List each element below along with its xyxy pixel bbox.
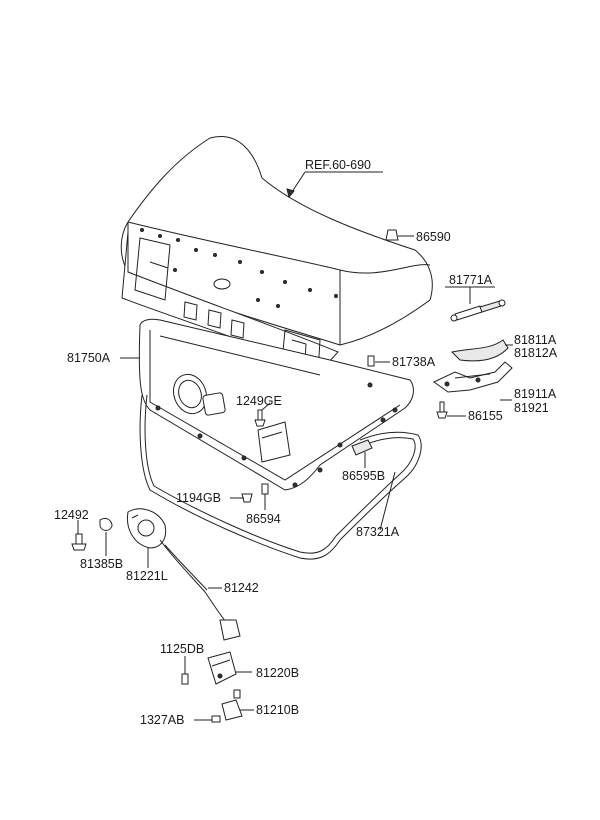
- label-86594: 86594: [246, 512, 281, 526]
- label-81771A: 81771A: [449, 273, 493, 287]
- label-86595B: 86595B: [342, 469, 385, 483]
- label-81220B: 81220B: [256, 666, 299, 680]
- label-86590: 86590: [416, 230, 451, 244]
- weatherstrip: [139, 394, 422, 560]
- hinge: [433, 361, 513, 393]
- label-1249GE: 1249GE: [236, 394, 282, 408]
- label-81385B: 81385B: [80, 557, 123, 571]
- trunk-lid: [120, 136, 433, 373]
- lid-rivets: [140, 228, 338, 308]
- latch-81220B: [181, 619, 241, 685]
- gas-strut: [450, 299, 506, 322]
- label-81210B: 81210B: [256, 703, 299, 717]
- clip-86590: [385, 229, 399, 241]
- label-1194GB: 1194GB: [176, 491, 221, 505]
- label-81921: 81921: [514, 401, 549, 415]
- label-81812A: 81812A: [514, 346, 558, 360]
- label-81221L: 81221L: [126, 569, 168, 583]
- label-81811A: 81811A: [514, 333, 557, 347]
- leader-lines: [77, 171, 513, 721]
- release-actuator: [71, 508, 167, 551]
- inner-panel: [138, 318, 414, 491]
- label-81242: 81242: [224, 581, 259, 595]
- label-87321A: 87321A: [356, 525, 400, 539]
- release-cable: [159, 539, 227, 623]
- label-81911A: 81911A: [514, 387, 557, 401]
- bolt-86155: [436, 401, 448, 419]
- stopper-81738A: [367, 355, 375, 367]
- label-81738A: 81738A: [392, 355, 436, 369]
- part-labels: REF.60-690 86590 81771A 81811A 81812A 81…: [54, 158, 558, 727]
- clip-1194GB: [241, 493, 253, 503]
- pin-86594: [261, 483, 269, 495]
- screw-1249GE: [254, 409, 266, 427]
- label-1125DB: 1125DB: [160, 642, 204, 656]
- label-86155: 86155: [468, 409, 503, 423]
- label-ref: REF.60-690: [305, 158, 371, 172]
- striker-81210B: [211, 689, 243, 723]
- label-81750A: 81750A: [67, 351, 111, 365]
- label-1327AB: 1327AB: [140, 713, 184, 727]
- hinge-cover: [451, 339, 509, 362]
- label-12492: 12492: [54, 508, 89, 522]
- clip-86595B: [351, 439, 373, 456]
